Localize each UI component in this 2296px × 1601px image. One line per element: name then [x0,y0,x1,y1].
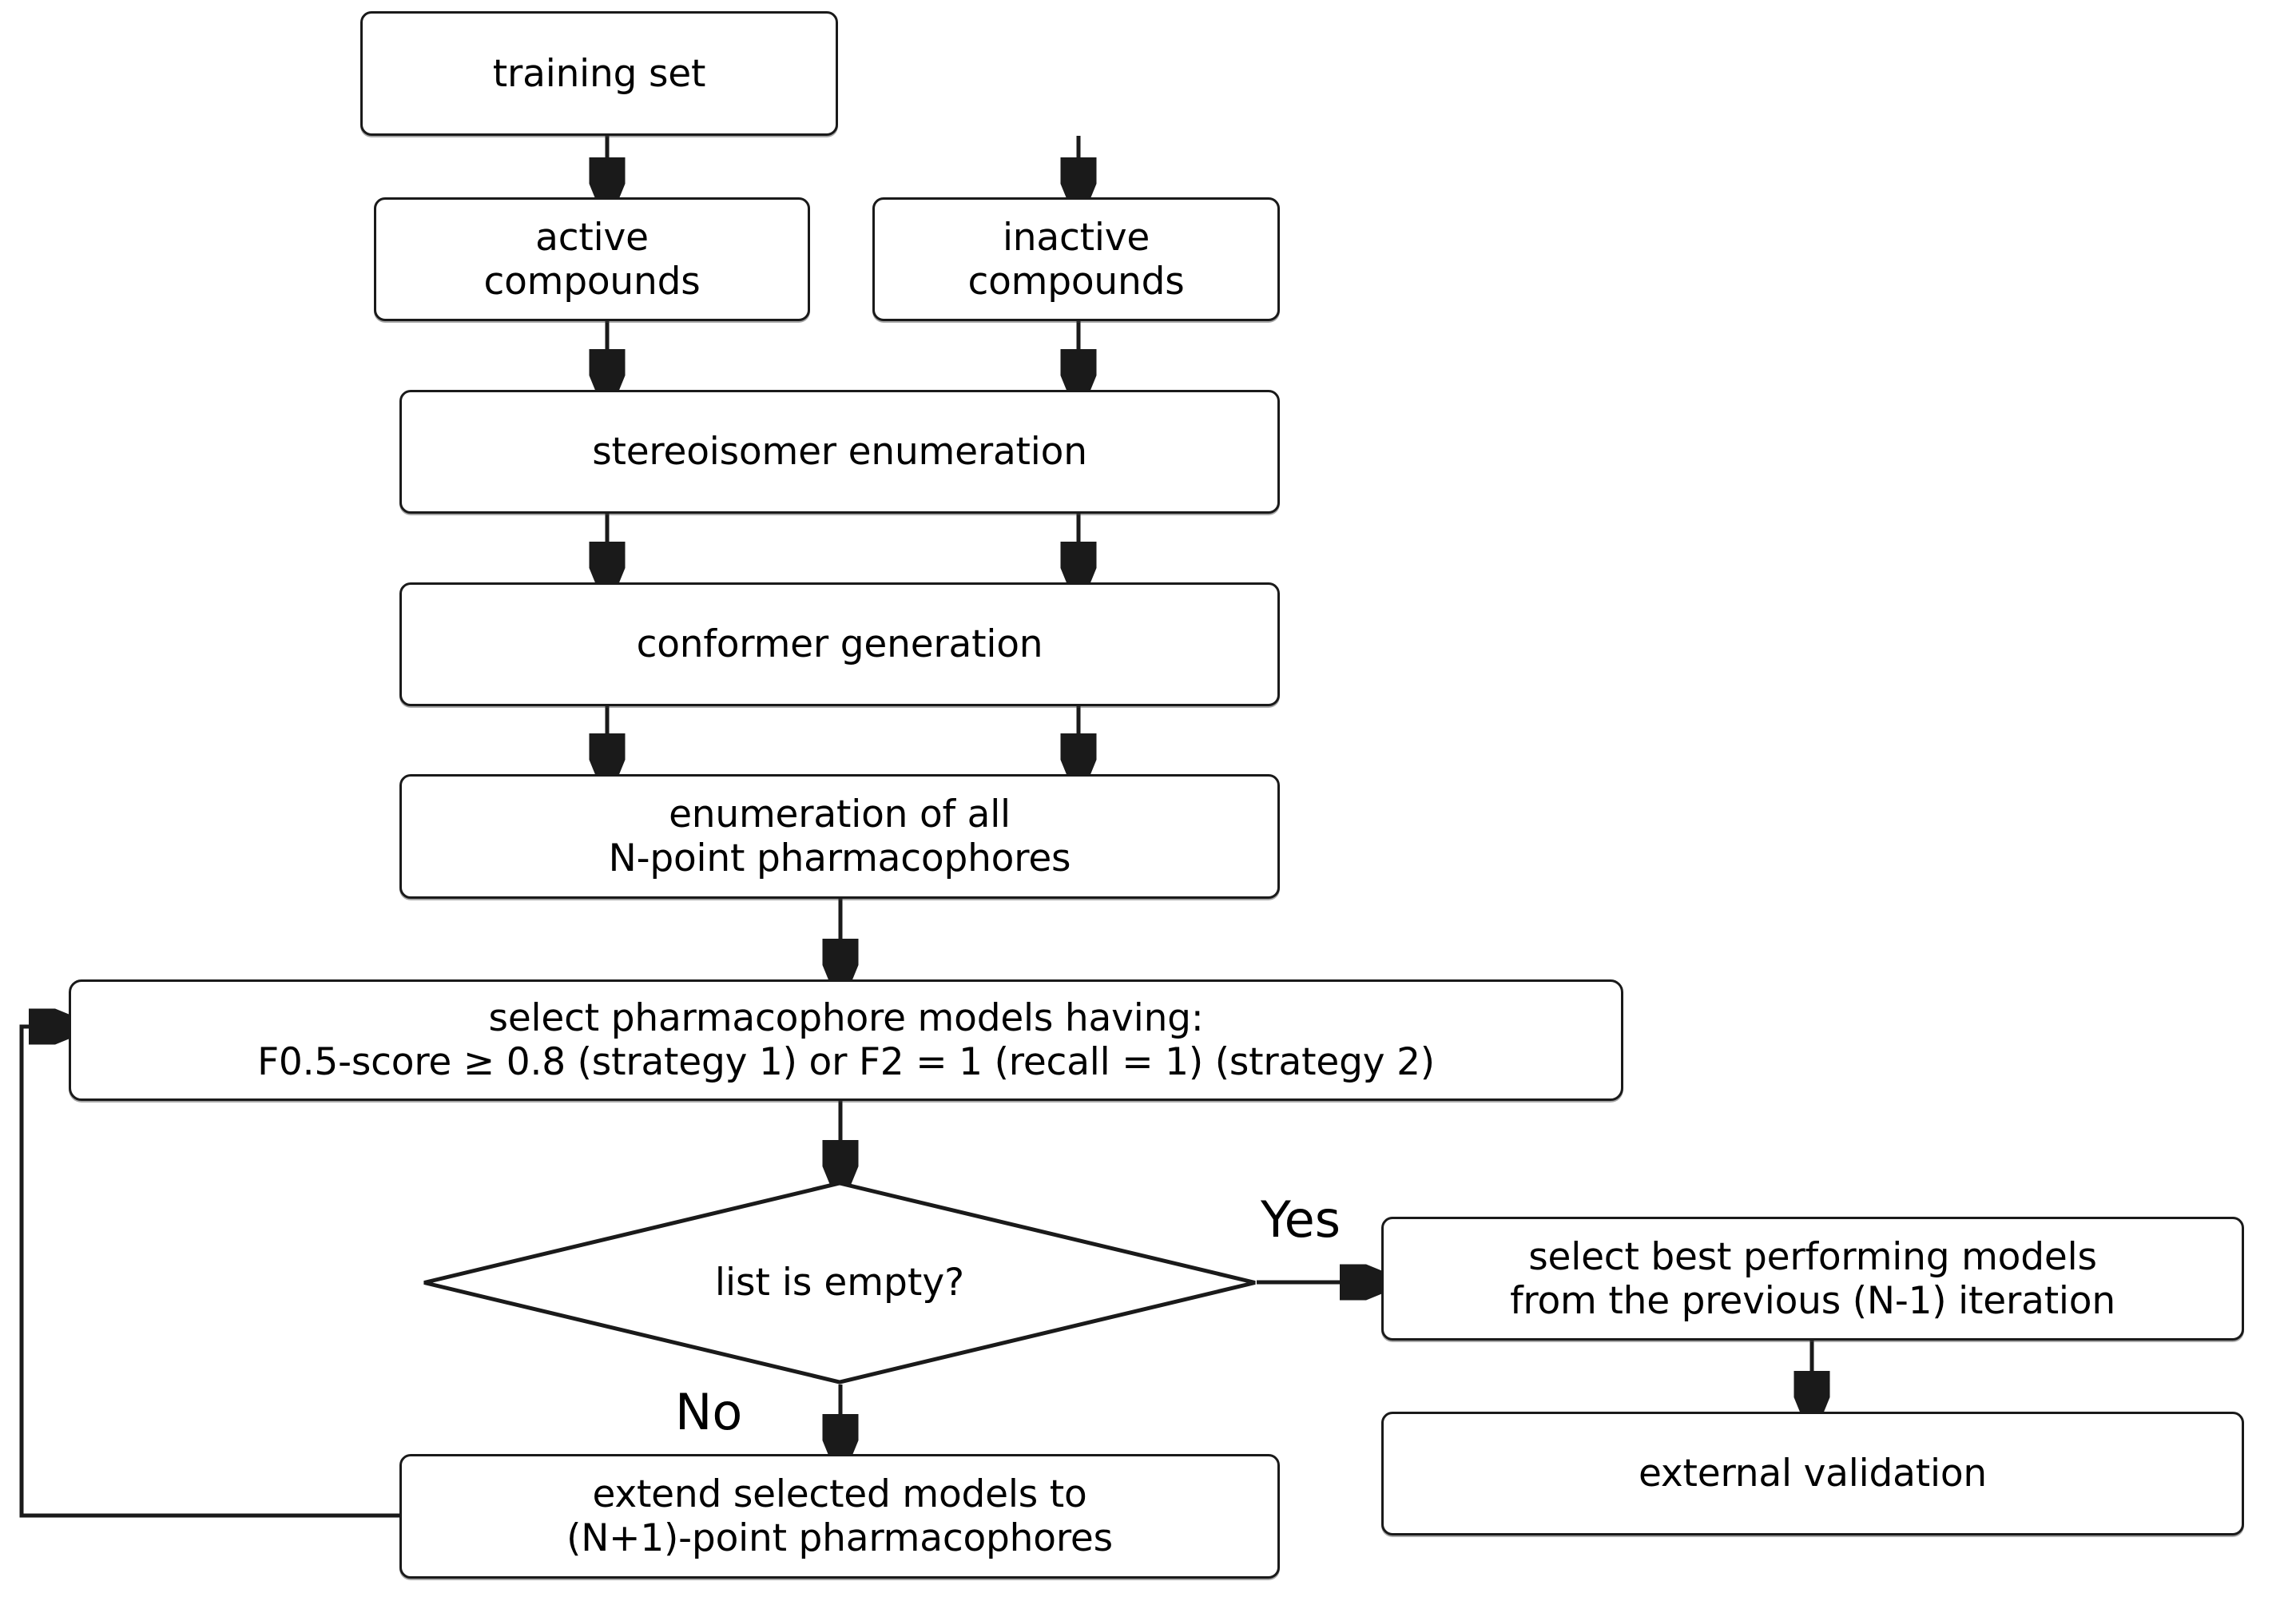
node-stereoisomer-enumeration-label: stereoisomer enumeration [592,430,1087,474]
node-conformer-generation[interactable]: conformer generation [399,582,1280,706]
node-active-compounds[interactable]: active compounds [374,197,810,321]
node-external-validation[interactable]: external validation [1381,1412,2244,1535]
node-inactive-compounds-label: inactive compounds [967,215,1185,304]
node-active-compounds-label: active compounds [483,215,701,304]
node-training-set-label: training set [492,51,706,96]
node-select-models-label: select pharmacophore models having: F0.5… [257,996,1435,1084]
node-enumeration-pharmacophores[interactable]: enumeration of all N-point pharmacophore… [399,774,1280,899]
edge-label-no: No [675,1383,743,1441]
node-stereoisomer-enumeration[interactable]: stereoisomer enumeration [399,390,1280,514]
node-conformer-generation-label: conformer generation [636,622,1043,666]
node-extend-models-label: extend selected models to (N+1)-point ph… [566,1472,1113,1560]
node-extend-models[interactable]: extend selected models to (N+1)-point ph… [399,1454,1280,1579]
edge-label-yes: Yes [1261,1190,1341,1249]
diamond-shape [423,1181,1256,1384]
node-select-best-models[interactable]: select best performing models from the p… [1381,1217,2244,1341]
node-select-models[interactable]: select pharmacophore models having: F0.5… [69,979,1623,1101]
node-enumeration-pharmacophores-label: enumeration of all N-point pharmacophore… [608,793,1071,880]
node-training-set[interactable]: training set [360,11,838,136]
node-select-best-models-label: select best performing models from the p… [1510,1234,2115,1323]
node-list-is-empty[interactable]: list is empty? [422,1181,1257,1384]
node-external-validation-label: external validation [1639,1452,1987,1496]
node-inactive-compounds[interactable]: inactive compounds [872,197,1280,321]
